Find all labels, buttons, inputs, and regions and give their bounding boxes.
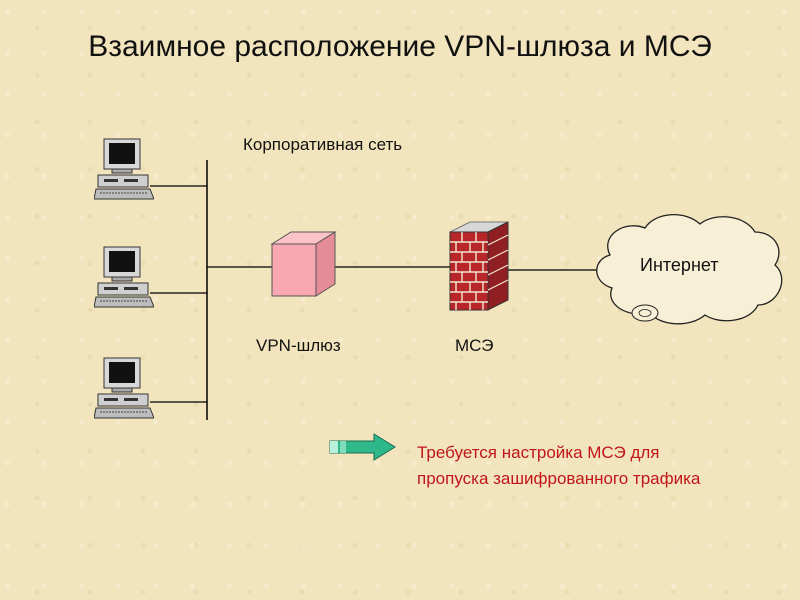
note-line-1: Требуется настройка МСЭ для xyxy=(417,443,660,462)
slide-title: Взаимное расположение VPN-шлюза и МСЭ xyxy=(88,30,712,63)
corporate-network-label: Корпоративная сеть xyxy=(243,135,403,154)
arrow-right-icon xyxy=(329,433,396,461)
computer-icon xyxy=(94,357,154,419)
note-text: Требуется настройка МСЭ для пропуска заш… xyxy=(417,440,700,492)
note-line-2: пропуска зашифрованного трафика xyxy=(417,469,701,488)
computer-icon xyxy=(94,246,154,308)
internet-cloud xyxy=(596,213,783,325)
computer-icon xyxy=(94,138,154,200)
vpn-gateway-cube xyxy=(270,231,337,297)
firewall-label: МСЭ xyxy=(455,336,494,355)
firewall-brick-wall xyxy=(449,221,509,311)
internet-label: Интернет xyxy=(640,255,719,275)
vpn-gateway-label: VPN-шлюз xyxy=(256,336,341,355)
